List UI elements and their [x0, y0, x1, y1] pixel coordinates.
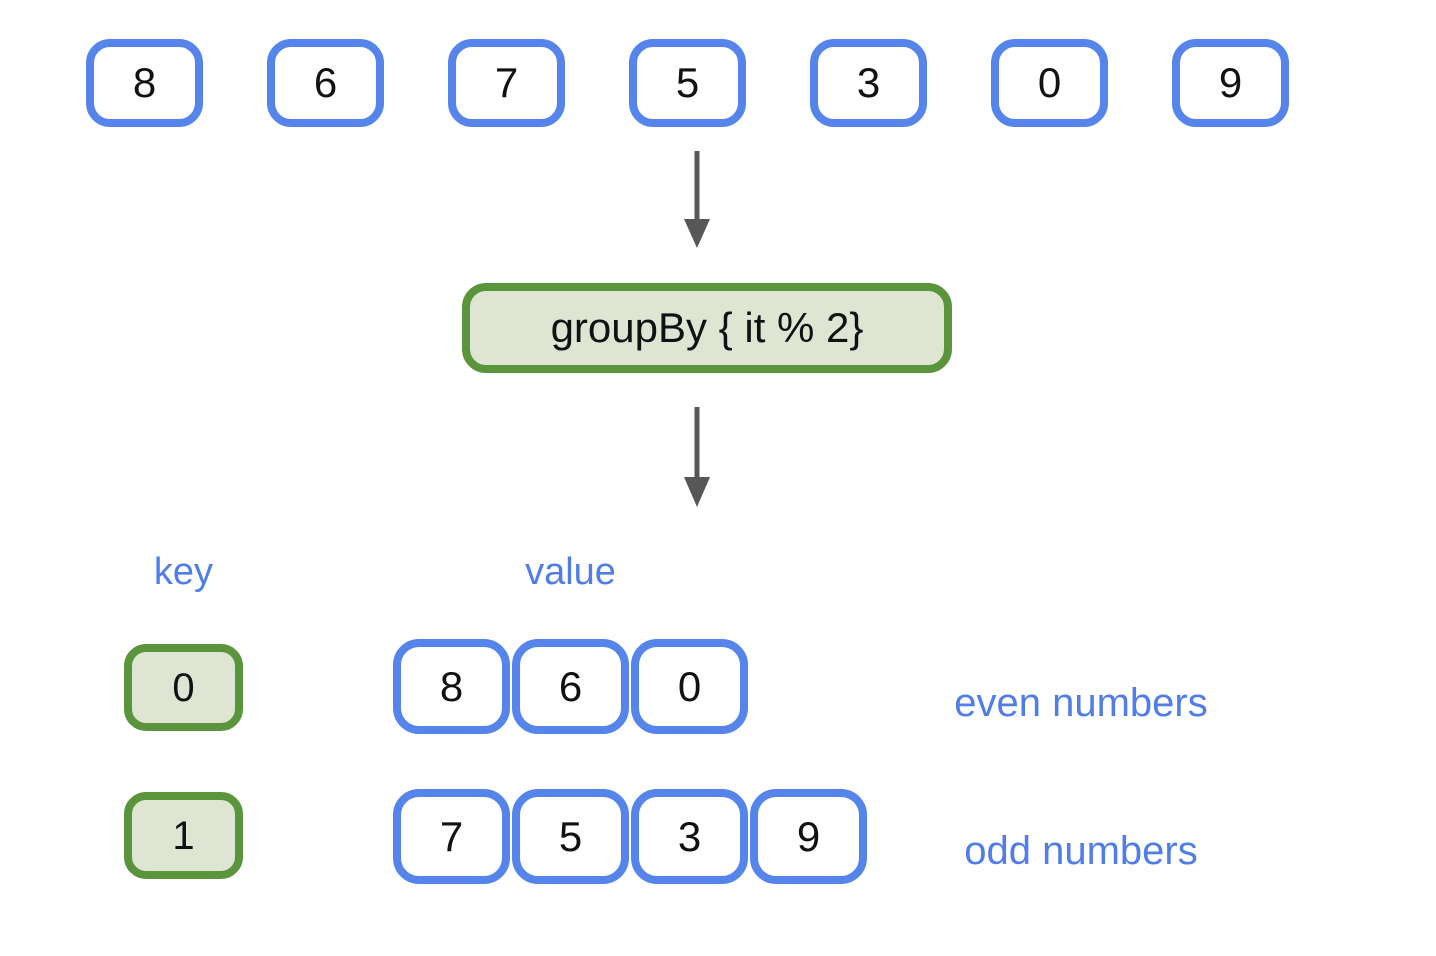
input-number-box: 0 [991, 39, 1108, 127]
group-1-value-list: 7 5 3 9 [393, 789, 867, 884]
input-number-box: 9 [1172, 39, 1289, 127]
group-1-value-box: 7 [393, 789, 510, 884]
input-number-box: 5 [629, 39, 746, 127]
input-number-box: 8 [86, 39, 203, 127]
arrow-down-icon [684, 151, 710, 248]
group-0-value-list: 8 6 0 [393, 639, 748, 734]
value-column-header: value [525, 551, 616, 593]
input-number-box: 3 [810, 39, 927, 127]
input-number-box: 7 [448, 39, 565, 127]
group-1-value-box: 3 [631, 789, 748, 884]
group-0-annotation: even numbers [954, 681, 1208, 725]
input-number-list: 8 6 7 5 3 0 9 [86, 39, 1289, 127]
group-0-value-box: 8 [393, 639, 510, 734]
group-1-value-box: 5 [512, 789, 629, 884]
group-1-key-box: 1 [124, 792, 243, 879]
input-number-box: 6 [267, 39, 384, 127]
group-0-key-box: 0 [124, 644, 243, 731]
groupby-operation-box: groupBy { it % 2} [462, 283, 952, 373]
group-1-annotation: odd numbers [964, 829, 1198, 873]
arrow-down-icon [684, 407, 710, 507]
key-column-header: key [153, 551, 214, 593]
group-1-value-box: 9 [750, 789, 867, 884]
group-0-value-box: 6 [512, 639, 629, 734]
group-0-value-box: 0 [631, 639, 748, 734]
